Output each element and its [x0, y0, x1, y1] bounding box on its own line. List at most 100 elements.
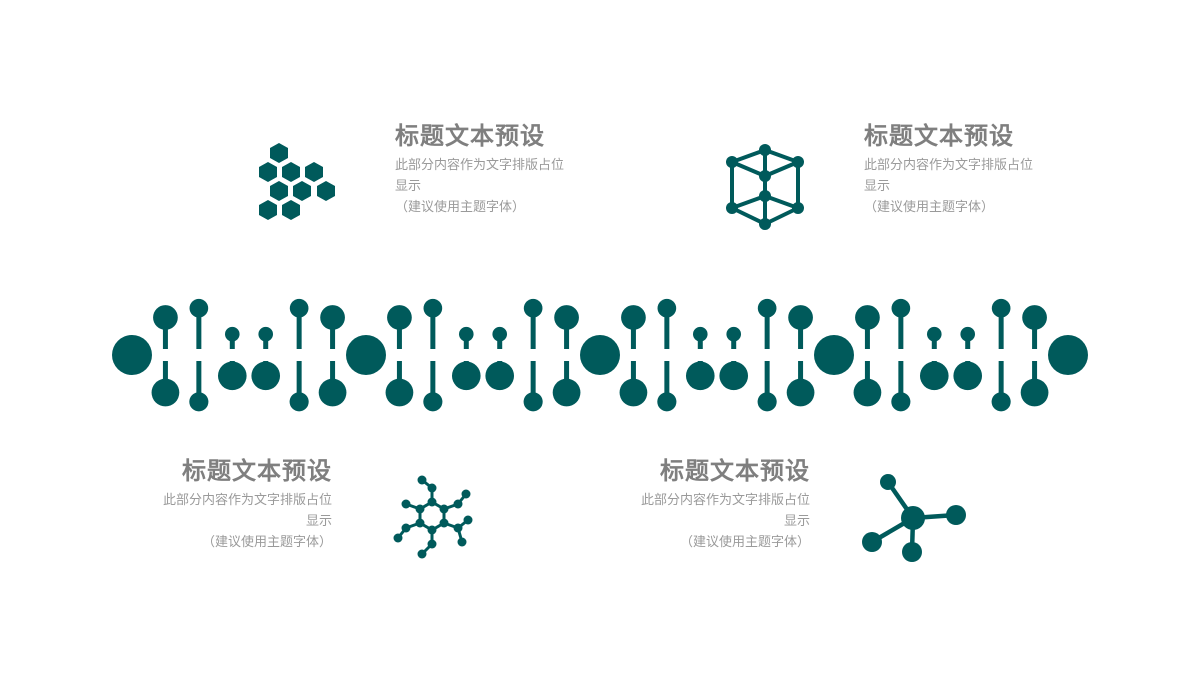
- dna-node: [991, 298, 1011, 318]
- dna-node: [788, 305, 813, 330]
- dna-strands: [112, 298, 1088, 412]
- dna-rung: [1032, 361, 1038, 393]
- dna-rung: [898, 361, 904, 402]
- dna-rung: [931, 334, 937, 349]
- dna-node: [458, 326, 474, 342]
- dna-node: [554, 305, 579, 330]
- branch-molecule-icon: [862, 474, 966, 562]
- block-body-line: 显示: [864, 179, 891, 194]
- dna-node: [953, 361, 983, 391]
- dna-node: [919, 361, 949, 391]
- dna-rung: [196, 361, 202, 402]
- block-body-line: 此部分内容作为文字排版占位: [640, 493, 810, 508]
- dna-node: [657, 392, 677, 412]
- dna-rung: [630, 317, 636, 349]
- dna-rung: [296, 308, 302, 349]
- block-body-line: （建议使用主题字体）: [201, 535, 332, 550]
- dna-node: [719, 361, 749, 391]
- dna-node: [423, 298, 443, 318]
- dna-rung: [330, 361, 336, 393]
- dna-node: [926, 326, 942, 342]
- hexagon-cluster-icon: [259, 143, 335, 220]
- block-body: 此部分内容作为文字排版占位 显示 （建议使用主题字体）: [395, 155, 615, 218]
- block-body-line: （建议使用主题字体）: [395, 200, 526, 215]
- dna-node: [385, 378, 414, 407]
- dna-rung: [965, 334, 971, 349]
- dna-node: [657, 298, 677, 318]
- text-block-4: 标题文本预设 此部分内容作为文字排版占位 显示 （建议使用主题字体）: [590, 456, 810, 553]
- block-title: 标题文本预设: [660, 456, 810, 485]
- dna-cross-node: [814, 335, 854, 375]
- dna-node: [523, 298, 543, 318]
- block-title: 标题文本预设: [395, 121, 545, 150]
- dna-rung: [229, 334, 235, 349]
- dna-node: [855, 305, 880, 330]
- block-title: 标题文本预设: [182, 456, 332, 485]
- dna-node: [685, 361, 715, 391]
- text-block-3: 标题文本预设 此部分内容作为文字排版占位 显示 （建议使用主题字体）: [112, 456, 332, 553]
- block-body-line: （建议使用主题字体）: [864, 200, 995, 215]
- text-block-2: 标题文本预设 此部分内容作为文字排版占位 显示 （建议使用主题字体）: [864, 121, 1084, 218]
- dna-node: [619, 378, 648, 407]
- block-body: 此部分内容作为文字排版占位 显示 （建议使用主题字体）: [112, 490, 332, 553]
- dna-node: [786, 378, 815, 407]
- dna-rung: [463, 334, 469, 349]
- dna-cross-node: [580, 335, 620, 375]
- dna-rung: [731, 334, 737, 349]
- dna-rung: [530, 308, 536, 349]
- text-block-1: 标题文本预设 此部分内容作为文字排版占位 显示 （建议使用主题字体）: [395, 121, 615, 218]
- dna-node: [289, 392, 309, 412]
- dna-rung: [864, 361, 870, 393]
- block-body-line: 显示: [783, 514, 810, 529]
- dna-rung: [864, 317, 870, 349]
- dna-rung: [497, 334, 503, 349]
- cube-molecule-icon: [726, 144, 804, 230]
- dna-node: [258, 326, 274, 342]
- dna-node: [492, 326, 508, 342]
- dna-node: [757, 298, 777, 318]
- block-body-line: 显示: [305, 514, 332, 529]
- dna-node: [251, 361, 281, 391]
- dna-rung: [430, 361, 436, 402]
- block-body: 此部分内容作为文字排版占位 显示 （建议使用主题字体）: [864, 155, 1084, 218]
- dna-rung: [263, 334, 269, 349]
- dna-node: [387, 305, 412, 330]
- dna-node: [151, 378, 180, 407]
- dna-node: [621, 305, 646, 330]
- dna-rung: [798, 361, 804, 393]
- block-body-line: 此部分内容作为文字排版占位: [162, 493, 332, 508]
- dna-node: [289, 298, 309, 318]
- dna-cross-node: [1048, 335, 1088, 375]
- dna-node: [189, 298, 209, 318]
- dna-cross-node: [112, 335, 152, 375]
- dna-rung: [664, 308, 670, 349]
- dna-rung: [430, 308, 436, 349]
- dna-rung: [998, 308, 1004, 349]
- dna-node: [757, 392, 777, 412]
- dna-node: [692, 326, 708, 342]
- dna-rung: [530, 361, 536, 402]
- dna-node: [1020, 378, 1049, 407]
- dna-rung: [998, 361, 1004, 402]
- dna-node: [485, 361, 515, 391]
- block-body-line: 此部分内容作为文字排版占位: [395, 158, 565, 173]
- dna-rung: [1032, 317, 1038, 349]
- dna-node: [960, 326, 976, 342]
- dna-node: [189, 392, 209, 412]
- dna-node: [523, 392, 543, 412]
- dna-node: [552, 378, 581, 407]
- dna-rung: [396, 317, 402, 349]
- dna-node: [891, 392, 911, 412]
- dna-rung: [162, 317, 168, 349]
- dna-node: [320, 305, 345, 330]
- dna-rung: [564, 317, 570, 349]
- dna-node: [224, 326, 240, 342]
- dna-rung: [898, 308, 904, 349]
- block-body-line: 此部分内容作为文字排版占位: [864, 158, 1034, 173]
- dna-rung: [798, 317, 804, 349]
- block-body: 此部分内容作为文字排版占位 显示 （建议使用主题字体）: [590, 490, 810, 553]
- dna-rung: [764, 308, 770, 349]
- dna-rung: [697, 334, 703, 349]
